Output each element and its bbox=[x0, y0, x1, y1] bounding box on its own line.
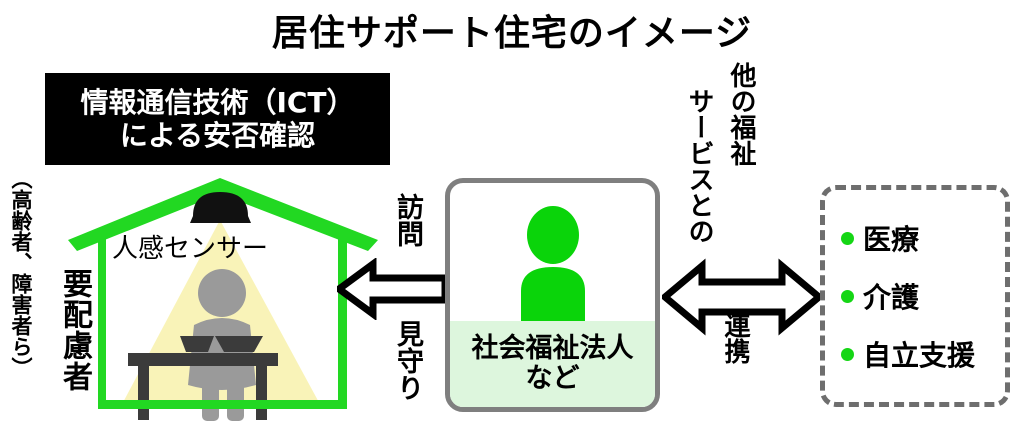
other-services-column-right: 他の福祉 bbox=[726, 62, 756, 166]
service-item-care: 介護 bbox=[841, 276, 1005, 316]
link-arrow bbox=[659, 258, 825, 336]
ict-banner-line1: 情報通信技術（ICT） bbox=[80, 85, 355, 119]
ict-banner-line2: による安否確認 bbox=[119, 119, 316, 152]
table-with-bowls-icon bbox=[128, 336, 278, 420]
ict-banner: 情報通信技術（ICT） による安否確認 bbox=[45, 73, 390, 165]
left-arrow-icon bbox=[333, 257, 449, 321]
resident-sub-label: （高齢者、障害者ら） bbox=[9, 168, 33, 378]
service-item-medical: 医療 bbox=[841, 218, 1005, 258]
visit-label: 訪問 bbox=[392, 193, 423, 247]
person-icon bbox=[520, 206, 585, 323]
watch-over-label: 見守り bbox=[392, 320, 423, 401]
resident-main-label: 要配慮者 bbox=[57, 268, 92, 392]
page-title: 居住サポート住宅のイメージ bbox=[271, 13, 753, 54]
green-dot-icon bbox=[841, 289, 854, 303]
welfare-corporation-card: 社会福祉法人 など bbox=[445, 178, 660, 412]
link-label: 連携 bbox=[720, 312, 750, 364]
service-item-independence: 自立支援 bbox=[841, 334, 1005, 374]
double-headed-arrow-icon bbox=[659, 258, 825, 336]
welfare-line1: 社会福祉法人 bbox=[471, 333, 634, 365]
green-dot-icon bbox=[841, 347, 854, 361]
service-label-independence: 自立支援 bbox=[863, 339, 976, 372]
welfare-label-strip: 社会福祉法人 など bbox=[450, 321, 655, 407]
visit-arrow bbox=[333, 257, 449, 321]
services-box: 医療 介護 自立支援 bbox=[820, 185, 1010, 407]
house-illustration bbox=[60, 168, 385, 423]
welfare-person-wrap bbox=[450, 205, 655, 323]
sensor-label: 人感センサー bbox=[112, 234, 269, 264]
service-label-medical: 医療 bbox=[863, 223, 920, 256]
other-services-column-left: サービスとの bbox=[684, 88, 714, 244]
green-dot-icon bbox=[841, 231, 854, 245]
service-label-care: 介護 bbox=[863, 281, 920, 314]
welfare-line2: など bbox=[525, 363, 580, 394]
motion-sensor-dome-icon bbox=[190, 192, 251, 223]
